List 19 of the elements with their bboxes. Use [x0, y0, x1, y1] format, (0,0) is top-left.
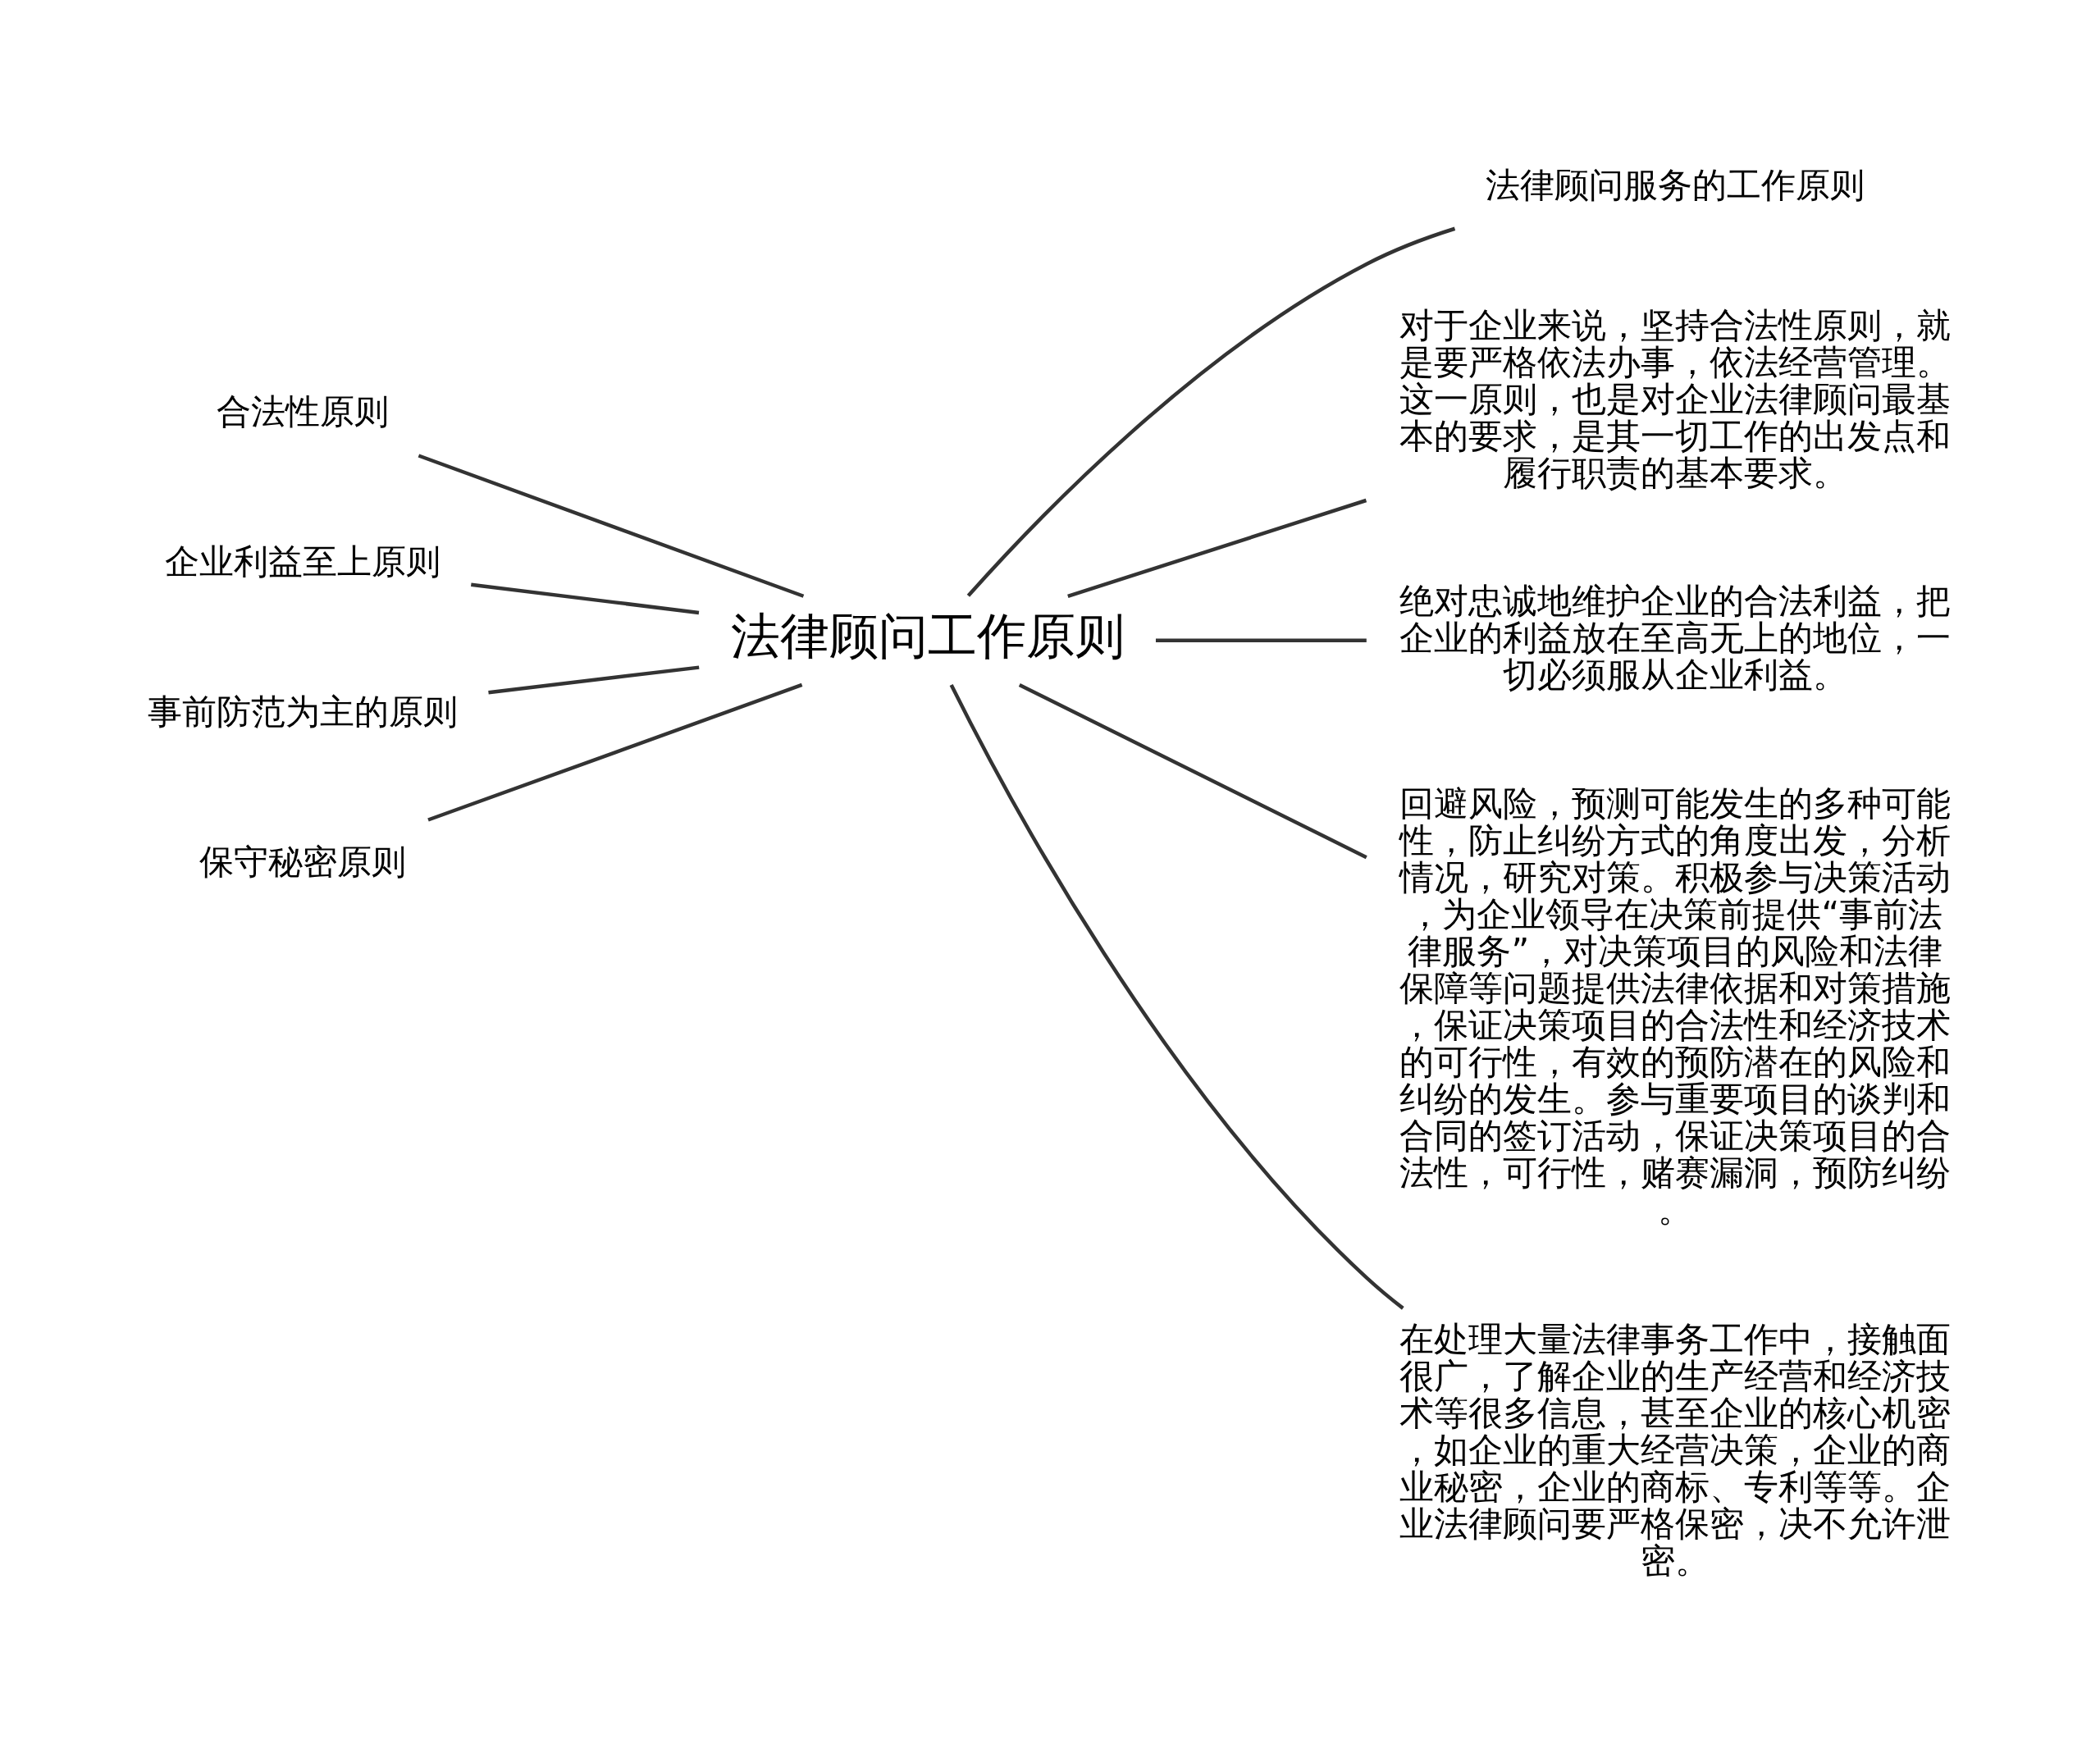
- node-text: 事前防范为主的原则: [147, 691, 458, 732]
- connector: [487, 664, 699, 694]
- connector: [949, 683, 1404, 1310]
- connector: [1155, 638, 1367, 642]
- node-text: 在处理大量法律事务工作中，接触面很广，了解企业的生产经营和经济技术等很多信息，甚至企业的核心机密，如企业的重大经营决策，企业的商业秘密，企业的商标、专利等等。企业法律顾问要严格保密，决不允许泄密。: [1399, 1318, 1951, 1581]
- connector: [418, 453, 804, 598]
- connector: [470, 582, 699, 614]
- node-text: 对于企业来说，坚持合法性原则，就是要严格依法办事，依法经营管理。这一原则，也是对企业法律顾问最基本的要求，是其一切工作的出发点和履行职责的基本要求。: [1399, 304, 1951, 493]
- connector: [427, 682, 802, 822]
- connector: [966, 226, 1455, 597]
- node-text: 回避风险，预测可能发生的多种可能性，防止纠纷方式的角度出发，分析情况，研究对策。积极参与决策活动，为企业领导在决策前提供“事前法律服务”，对决策项目的风险和法律保障等问题提供法律依据和对策措施，保证决策项目的合法性和经济技术的可行性，有效的预防潜在的风险和纠纷的发生。参与重要项目的谈判和合同的签订活动，保证决策项目的合法性，可行性，赌赛漏洞，预防纠纷。: [1399, 783, 1951, 1230]
- node-text: 企业利益至上原则: [164, 541, 441, 582]
- node-text: 绝对忠诚地维护企业的合法利益，把企业的利益放在至高无上的地位，一切必须服从企业利益。: [1399, 580, 1951, 695]
- node-text: 合法性原则: [216, 390, 389, 431]
- connector: [1066, 498, 1367, 598]
- node-text: 保守秘密原则: [199, 841, 406, 882]
- connector: [1018, 682, 1367, 859]
- node-text: 法律顾问工作原则: [730, 606, 1125, 664]
- node-text: 法律顾问服务的工作原则: [1485, 164, 1865, 205]
